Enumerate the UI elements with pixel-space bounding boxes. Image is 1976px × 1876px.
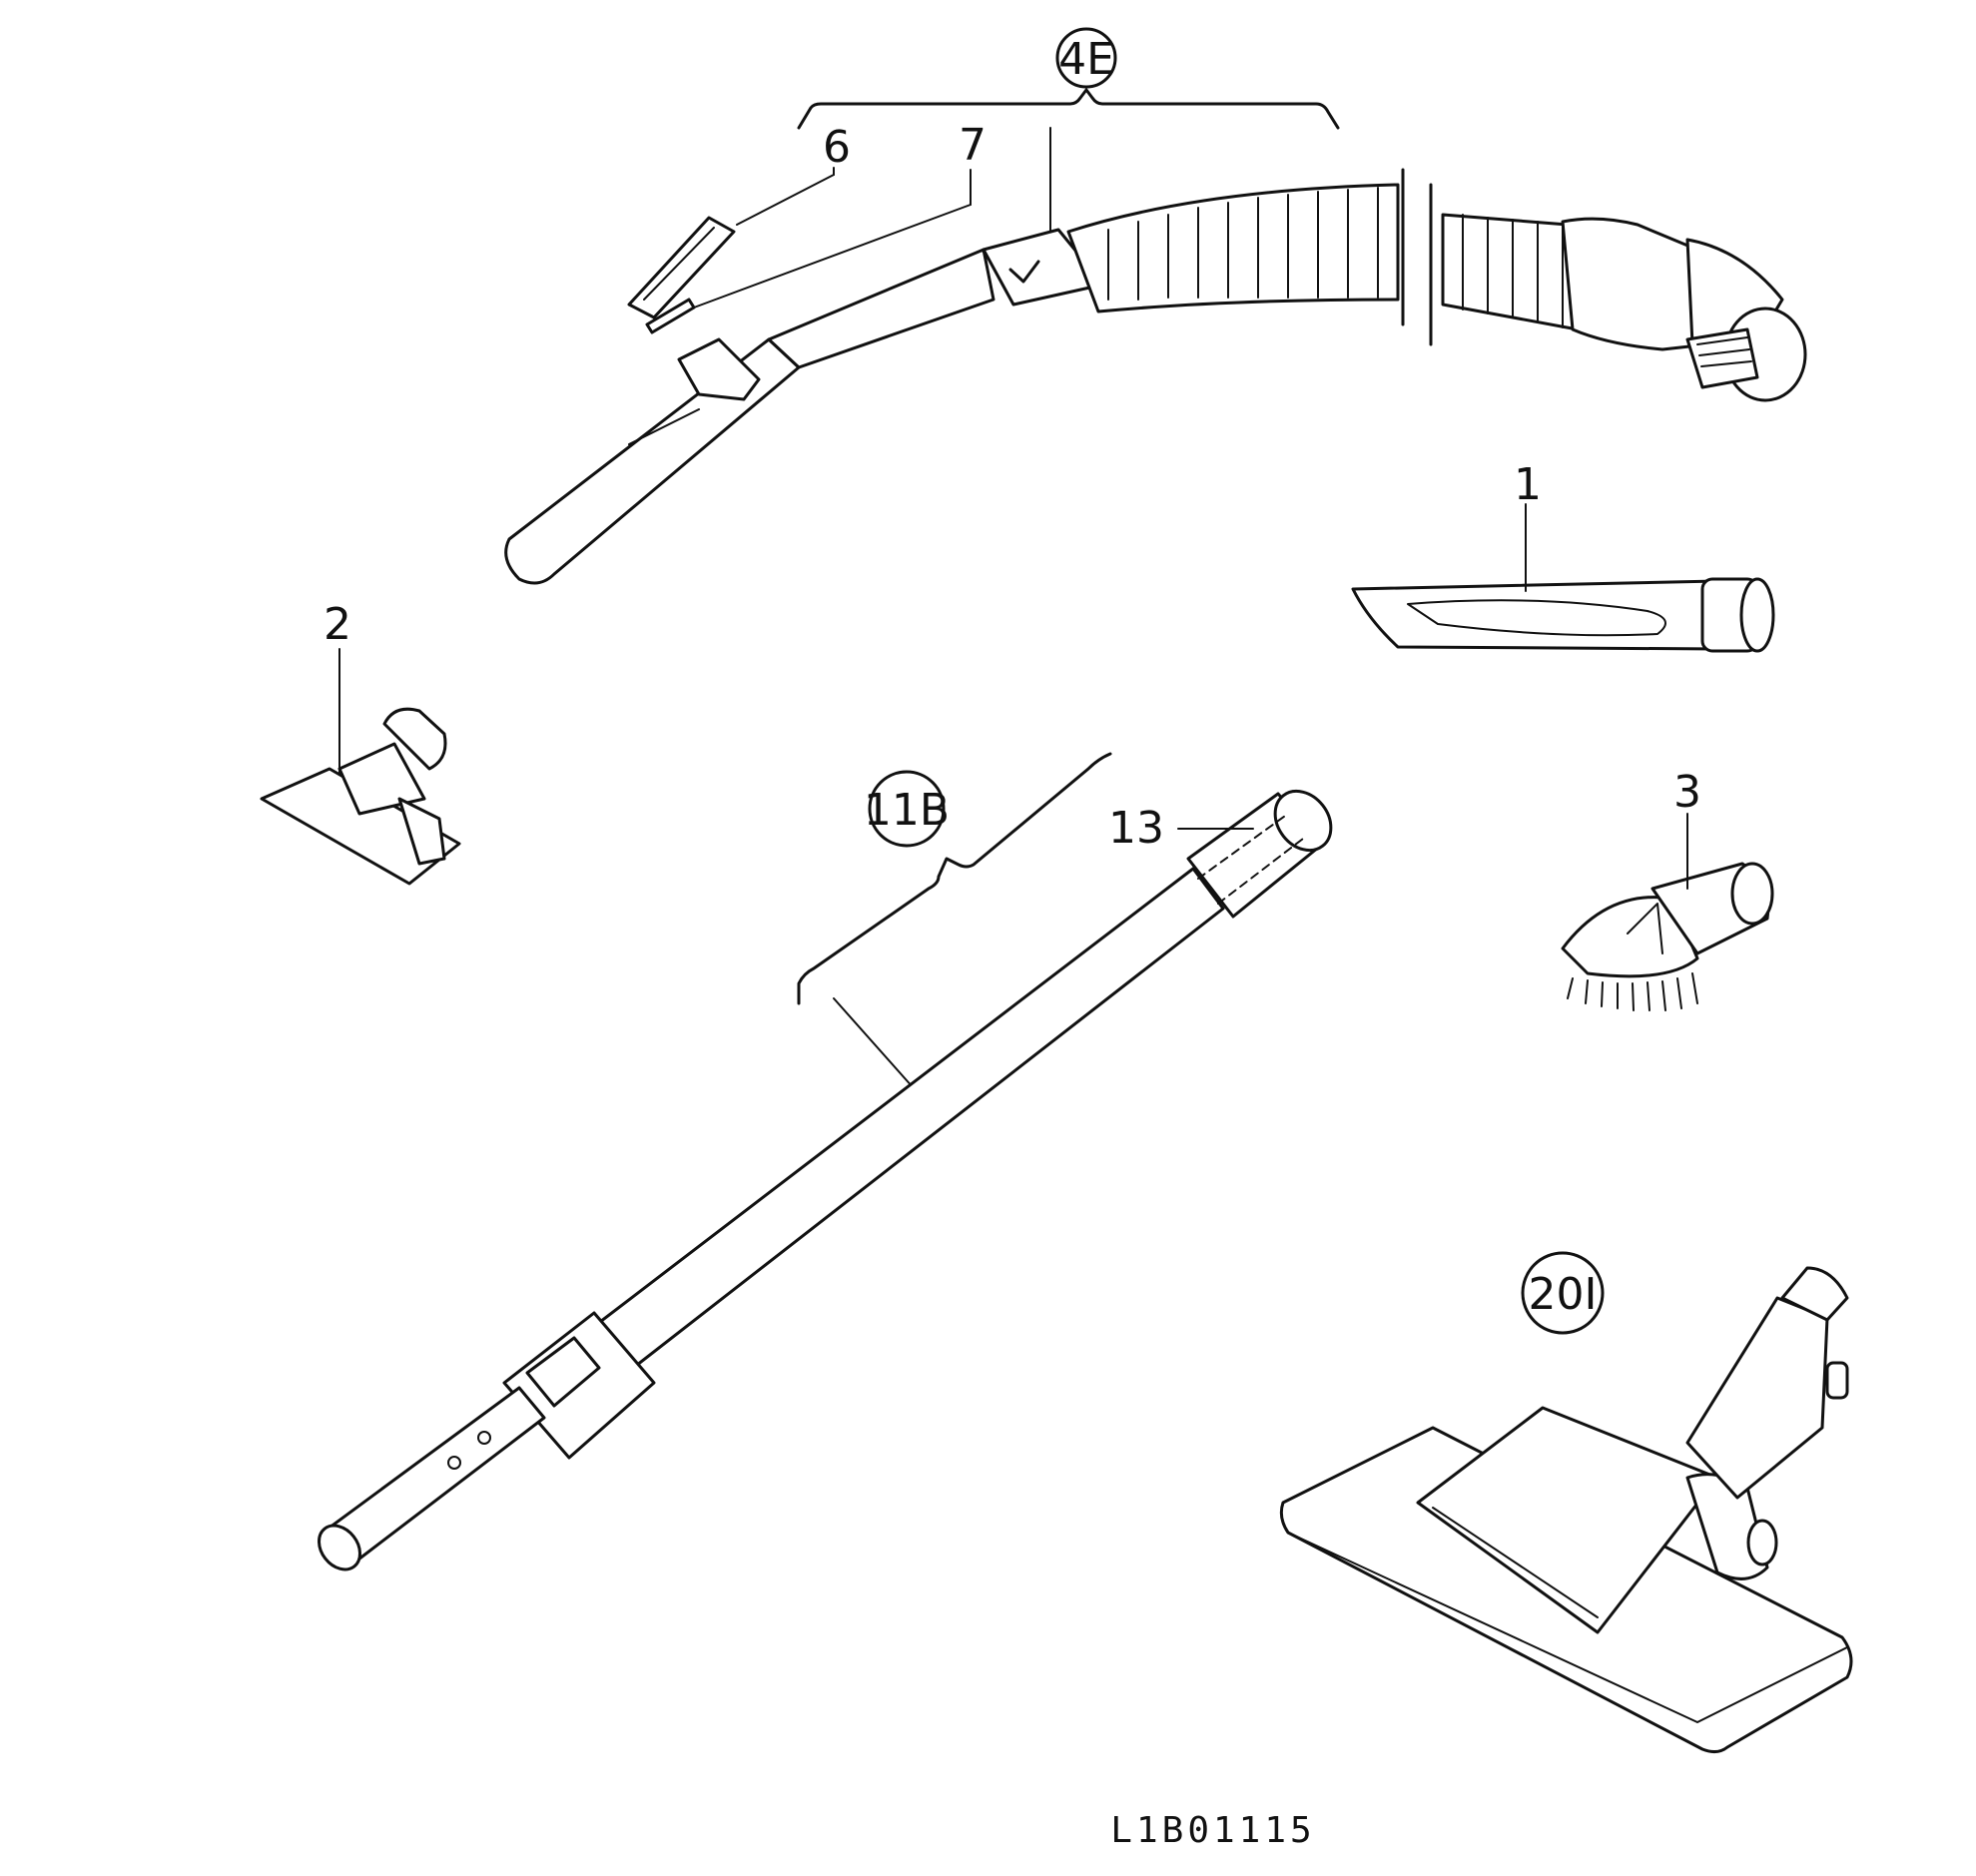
callout-20i-circle <box>1521 1251 1605 1335</box>
callout-3: 3 <box>1673 767 1701 818</box>
crevice-tool-body <box>1351 579 1721 651</box>
floor-nozzle-wheel <box>1746 1519 1778 1566</box>
callout-2: 2 <box>324 599 351 650</box>
floor-nozzle-base-edge <box>1287 1532 1848 1723</box>
wand-lower-opening <box>318 1524 361 1571</box>
drawing-code: L1B01115 <box>1110 1810 1315 1851</box>
wand-adjust-hole-1 <box>447 1456 461 1470</box>
dusting-brush-bristles <box>1567 972 1698 1011</box>
callout-labels: 4E 6 7 1 2 3 11B 13 20I L1B01115 <box>324 27 1701 1851</box>
hose-ribs-b <box>1462 214 1564 328</box>
hose-corrugated-section-a <box>1066 183 1400 313</box>
callout-4e-circle <box>1055 27 1117 89</box>
hose-assembly <box>504 88 1807 585</box>
hose-group-bracket <box>797 88 1340 130</box>
floor-nozzle-pedal-edge <box>1432 1507 1599 1618</box>
wand-adjust-hole-2 <box>477 1431 491 1445</box>
upholstery-tool-plate <box>260 767 461 886</box>
callout-1: 1 <box>1514 459 1542 510</box>
floor-nozzle <box>1279 1266 1853 1754</box>
hose-end-latch-ridges <box>1696 336 1752 367</box>
part-1-crevice-tool <box>1351 503 1775 653</box>
callout-11b-circle <box>868 770 946 848</box>
wand-top-dashed-insert <box>1197 813 1304 905</box>
wand-leader-line <box>833 997 915 1089</box>
dusting-brush-opening <box>1730 862 1774 926</box>
hose-handle-body <box>767 248 995 369</box>
callout-6: 6 <box>823 122 851 173</box>
hose-spring-leader-diagonal <box>693 204 972 309</box>
callout-11b: 11B <box>864 785 950 836</box>
wand-top-opening <box>1273 789 1333 853</box>
crevice-tool-slot <box>1407 599 1666 637</box>
wand-group-bracket <box>797 752 1112 1005</box>
hose-handle-slider <box>677 337 761 401</box>
part-3-dusting-brush <box>1561 813 1774 1011</box>
upholstery-tool-gusset <box>397 797 446 866</box>
hose-handle-grip <box>504 337 801 585</box>
hose-clip-edge <box>643 227 715 301</box>
floor-nozzle-neck-button <box>1825 1361 1849 1400</box>
crevice-tool-opening <box>1739 577 1775 653</box>
hose-clip-shape <box>627 216 736 319</box>
wand-lower-tube <box>328 1386 546 1564</box>
hose-handle-groove <box>628 408 700 445</box>
callout-13: 13 <box>1108 803 1164 854</box>
dusting-brush-ridge <box>1627 903 1663 954</box>
part-7-hose-spring <box>645 169 972 334</box>
hose-end-cuff <box>1561 217 1709 351</box>
upholstery-tool-neck <box>337 742 426 816</box>
callout-4e: 4E <box>1058 34 1114 85</box>
hose-coupling-v-mark <box>1008 260 1040 284</box>
wand-upper-tube <box>577 867 1225 1385</box>
hose-ribs-a <box>1107 187 1379 301</box>
floor-nozzle-neck <box>1685 1296 1829 1500</box>
upholstery-tool-collar <box>382 707 447 771</box>
hose-clip-leader <box>736 174 835 226</box>
part-2-upholstery-tool <box>260 648 461 886</box>
floor-nozzle-neck-opening <box>1780 1266 1849 1322</box>
wand-assembly <box>318 752 1333 1571</box>
callout-7: 7 <box>959 120 987 171</box>
part-6-hose-clip <box>627 167 835 319</box>
callout-20i: 20I <box>1529 1269 1598 1320</box>
wand-coupling-button <box>525 1336 601 1408</box>
